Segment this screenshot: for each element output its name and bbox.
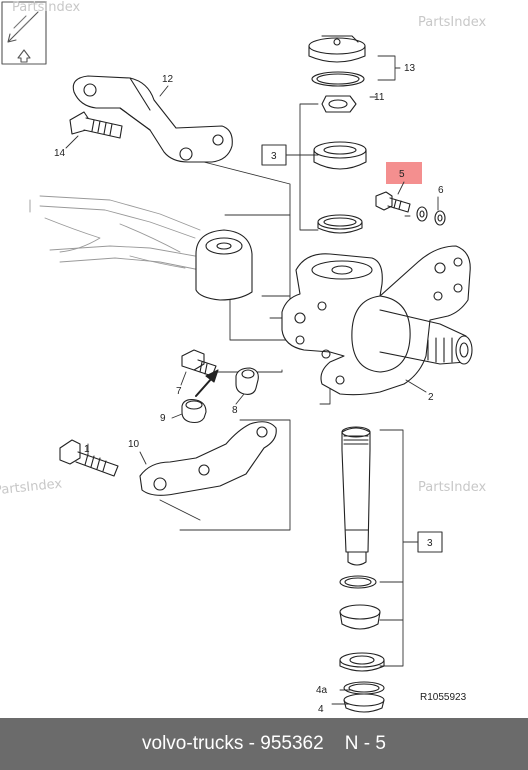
steering-knuckle-part-2 bbox=[281, 245, 473, 396]
cover-part-4 bbox=[343, 693, 385, 713]
diagram-reference: R1055923 bbox=[420, 692, 467, 703]
bolt-part-7 bbox=[181, 349, 217, 377]
highlight-box-5 bbox=[386, 162, 422, 184]
bolt-part-14 bbox=[69, 111, 123, 139]
watermark-top-right: PartsIndex bbox=[418, 15, 487, 30]
callout-4: 4 bbox=[318, 704, 324, 715]
callout-13: 13 bbox=[404, 63, 416, 74]
callout-5[interactable]: 5 bbox=[399, 169, 405, 180]
callout-11: 11 bbox=[374, 92, 385, 103]
watermark-mid-right: PartsIndex bbox=[418, 480, 487, 495]
callout-8: 8 bbox=[232, 405, 238, 416]
seal-ring-part-3 bbox=[317, 214, 363, 234]
oring-part-13 bbox=[311, 71, 365, 87]
footer-position: N - 5 bbox=[344, 733, 386, 754]
callout-9: 9 bbox=[160, 413, 166, 424]
watermark-top-left: PartsIndex bbox=[12, 0, 81, 15]
callout-1: 1 bbox=[84, 444, 90, 455]
callout-12: 12 bbox=[162, 74, 174, 85]
thrust-bearing-part-3 bbox=[339, 652, 385, 672]
callout-labels: 1 2 3 3 4 4a 5 6 7 8 9 10 11 12 13 14 R1… bbox=[54, 63, 467, 715]
steering-arm-part-10 bbox=[139, 421, 277, 496]
footer-gap bbox=[324, 733, 345, 755]
callout-box-3b bbox=[417, 531, 443, 553]
callout-4a: 4a bbox=[316, 685, 328, 696]
parts-diagram: 1 2 3 3 4 4a 5 6 7 8 9 10 11 12 13 14 R1… bbox=[0, 0, 487, 715]
part-info-footer: volvo-trucks - 955362 N - 5 bbox=[0, 718, 528, 770]
washer-part-6 bbox=[416, 206, 446, 226]
diagram-canvas: 1 2 3 3 4 4a 5 6 7 8 9 10 11 12 13 14 R1… bbox=[1, 1, 473, 715]
callout-3b: 3 bbox=[427, 538, 433, 549]
oring-part-3 bbox=[339, 575, 377, 589]
screw-part-5[interactable] bbox=[375, 191, 411, 213]
oring-part-4a bbox=[343, 681, 385, 695]
callout-10: 10 bbox=[128, 439, 140, 450]
callout-7: 7 bbox=[176, 386, 182, 397]
callout-6: 6 bbox=[438, 185, 444, 196]
footer-brand: volvo-trucks bbox=[142, 733, 244, 754]
callout-box-3a bbox=[261, 144, 287, 166]
bushing-part-9 bbox=[181, 399, 207, 424]
assembly-arrow-icon bbox=[195, 369, 219, 397]
cap-part-13 bbox=[308, 35, 366, 63]
nut-part-11 bbox=[321, 95, 357, 113]
axle-beam-end bbox=[195, 229, 253, 301]
footer-part-number: 955362 bbox=[260, 733, 324, 754]
footer-separator: - bbox=[243, 733, 261, 754]
bushing-part-3 bbox=[339, 604, 381, 630]
callout-2: 2 bbox=[428, 392, 434, 403]
callout-14: 14 bbox=[54, 148, 66, 159]
frame-rail bbox=[29, 195, 201, 271]
king-pin-part-3 bbox=[341, 426, 371, 566]
bearing-part-3 bbox=[313, 141, 367, 170]
bolt-part-1 bbox=[59, 439, 119, 477]
orientation-thumbnail-icon[interactable] bbox=[1, 1, 47, 65]
steering-arm-part-12 bbox=[72, 75, 233, 163]
callout-3a: 3 bbox=[271, 151, 277, 162]
bushing-part-8 bbox=[235, 367, 259, 395]
label-leaders bbox=[65, 85, 427, 465]
